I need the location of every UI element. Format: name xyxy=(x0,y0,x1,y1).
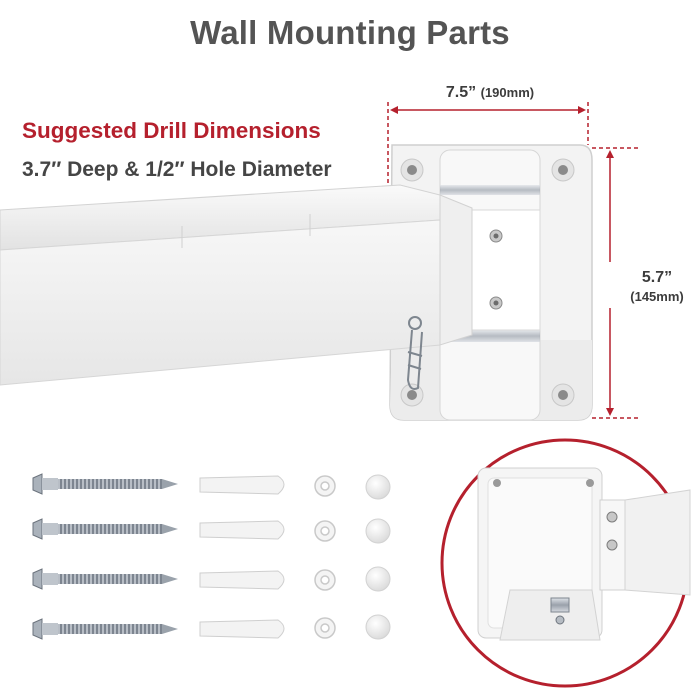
height-value: 5.7” xyxy=(641,269,673,286)
safety-clip-icon xyxy=(406,316,423,390)
wall-anchors xyxy=(199,475,285,639)
page-title: Wall Mounting Parts xyxy=(190,14,510,51)
lag-screws xyxy=(32,473,178,640)
washer-icon xyxy=(314,475,336,497)
cap-icon xyxy=(365,566,391,592)
drill-details: 3.7″ Deep & 1/2″ Hole Diameter xyxy=(22,158,332,181)
screw-icon xyxy=(32,618,178,640)
cap-icon xyxy=(365,518,391,544)
anchor-icon xyxy=(199,520,285,540)
anchor-icon xyxy=(199,619,285,639)
mount-hole-icon xyxy=(400,158,575,407)
cap-icon xyxy=(365,614,391,640)
anchor-icon xyxy=(199,475,285,495)
screw-icon xyxy=(32,518,178,540)
height-dimension: 5.7” (145mm) xyxy=(612,268,700,306)
anchor-icon xyxy=(199,570,285,590)
inset-detail xyxy=(440,438,691,688)
screw-caps xyxy=(365,474,391,640)
dimension-lines xyxy=(387,102,640,419)
drill-heading: Suggested Drill Dimensions xyxy=(22,118,321,143)
cap-icon xyxy=(365,474,391,500)
width-metric: (190mm) xyxy=(480,85,535,100)
washer-icon xyxy=(314,520,336,542)
width-dimension: 7.5” (190mm) xyxy=(400,84,580,102)
width-value: 7.5” xyxy=(445,84,477,101)
screw-icon xyxy=(32,473,178,495)
washers xyxy=(314,475,336,639)
washer-icon xyxy=(314,569,336,591)
screw-icon xyxy=(32,568,178,590)
height-metric: (145mm) xyxy=(630,289,684,304)
washer-icon xyxy=(314,617,336,639)
mount-arm xyxy=(0,184,473,386)
